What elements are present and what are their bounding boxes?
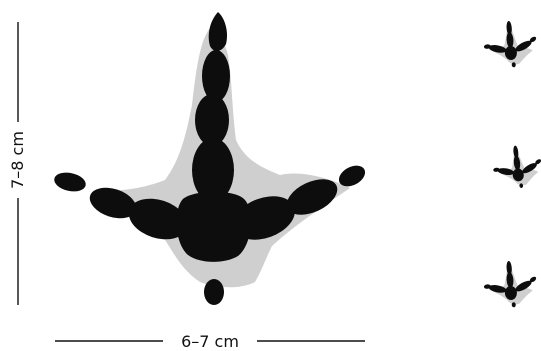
height-label: 7–8 cm <box>8 131 27 189</box>
middle-toe-pad-1 <box>202 50 230 102</box>
large-footprint <box>52 12 368 305</box>
height-dimension: 7–8 cm <box>8 22 27 305</box>
hind-toe <box>204 279 224 305</box>
left-toe-tip <box>52 170 87 194</box>
small-footprint-2 <box>491 143 541 191</box>
small-footprint-1 <box>482 19 539 69</box>
width-dimension: 6–7 cm <box>55 332 365 351</box>
small-footprint-3 <box>482 259 539 309</box>
middle-toe <box>209 12 227 51</box>
width-label: 6–7 cm <box>181 332 239 351</box>
